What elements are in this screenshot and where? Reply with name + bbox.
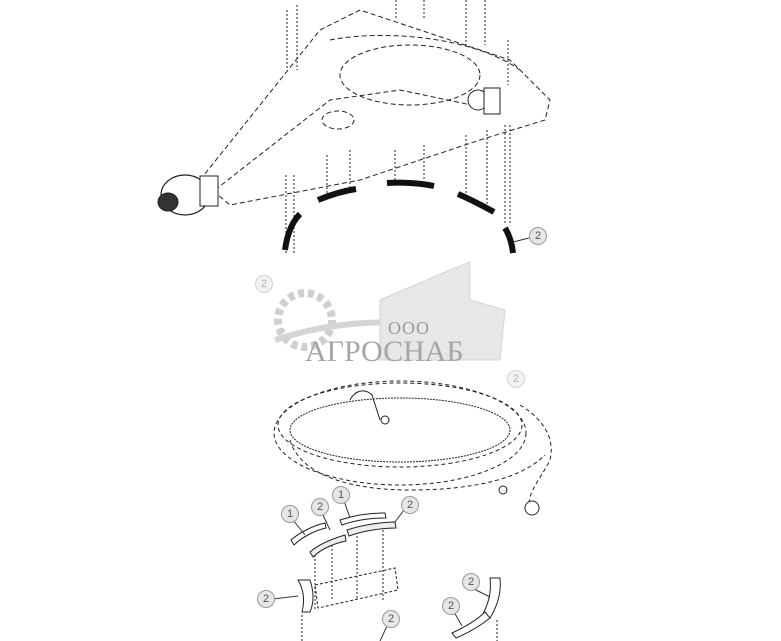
callout-1[interactable]: 1	[281, 505, 299, 523]
callout-2[interactable]: 2	[255, 275, 273, 293]
callout-2[interactable]: 2	[529, 227, 547, 245]
callout-2[interactable]: 2	[257, 590, 275, 608]
lower-bolts	[301, 530, 498, 641]
lower-strips	[290, 512, 501, 639]
ring-gear	[273, 380, 552, 511]
callout-2[interactable]: 2	[442, 597, 460, 615]
callout-2[interactable]: 2	[311, 498, 329, 516]
watermark-logo	[274, 261, 506, 361]
callout-2[interactable]: 2	[507, 370, 525, 388]
a-frame	[199, 9, 551, 206]
callout-2[interactable]: 2	[382, 610, 400, 628]
wear-strips	[282, 179, 516, 254]
watermark-prefix: ООО	[388, 318, 430, 338]
callout-2[interactable]: 2	[401, 496, 419, 514]
bolts	[285, 0, 511, 255]
watermark-name: АГРОСНАБ	[305, 335, 464, 368]
leader-lines	[272, 237, 530, 641]
hitch-hub	[157, 174, 219, 216]
pivot-bracket	[467, 87, 501, 115]
ring-fittings	[349, 390, 540, 516]
callout-2[interactable]: 2	[462, 573, 480, 591]
callout-1[interactable]: 1	[332, 486, 350, 504]
